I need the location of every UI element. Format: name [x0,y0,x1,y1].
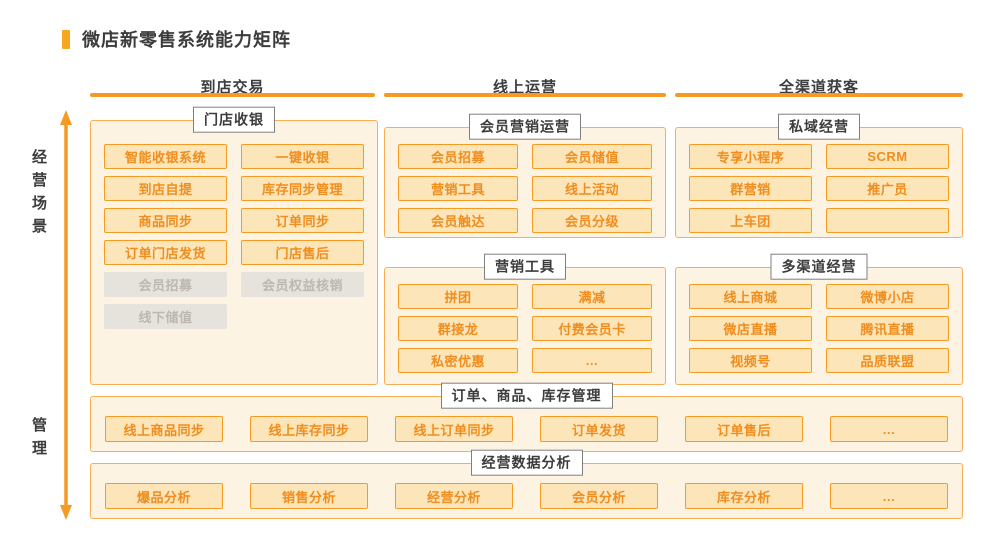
capability-item-ellipsis: … [830,416,948,442]
capability-item: 拼团 [398,284,518,309]
capability-item: 会员招募 [398,144,518,169]
axis-label-business-scenario: 经营场景 [31,149,47,235]
vertical-double-arrow-icon [60,110,72,520]
capability-item: 专享小程序 [689,144,812,169]
panel-title: 会员营销运营 [469,113,581,140]
title-accent-bar-icon [62,29,70,49]
panel-multi-channel: 多渠道经营 线上商城 微博小店 微店直播 腾讯直播 视频号 品质联盟 [675,253,963,385]
capability-item: 上车团 [689,208,812,233]
panel-title: 多渠道经营 [770,253,868,280]
capability-item: 订单同步 [241,208,364,233]
capability-item: 会员分析 [540,483,658,509]
column-underline [675,93,963,97]
panel-title: 经营数据分析 [470,449,583,476]
capability-item: 线上库存同步 [250,416,368,442]
capability-item-ellipsis: … [830,483,948,509]
capability-item-disabled: 会员权益核销 [241,272,364,297]
axis-label-management: 管理 [31,417,47,457]
capability-item: 会员分级 [532,208,652,233]
capability-item: 私密优惠 [398,348,518,373]
panel-data-analysis: 经营数据分析 爆品分析 销售分析 经营分析 会员分析 库存分析 … [90,449,963,519]
capability-item: 订单门店发货 [104,240,227,265]
capability-item: 会员触达 [398,208,518,233]
capability-item: 视频号 [689,348,812,373]
capability-item: 营销工具 [398,176,518,201]
capability-item-disabled: 线下储值 [104,304,227,329]
column-header-omnichannel-acquisition: 全渠道获客 [778,79,859,96]
capability-item: 商品同步 [104,208,227,233]
capability-item: 订单售后 [685,416,803,442]
panel-private-domain: 私域经营 专享小程序 SCRM 群营销 推广员 上车团 [675,113,963,238]
column-underline [90,93,375,97]
capability-item: 销售分析 [250,483,368,509]
capability-item: 群接龙 [398,316,518,341]
capability-item-ellipsis: … [532,348,652,373]
panel-order-goods-inventory: 订单、商品、库存管理 线上商品同步 线上库存同步 线上订单同步 订单发货 订单售… [90,382,963,452]
panel-title: 门店收银 [193,106,275,133]
page-title-text: 微店新零售系统能力矩阵 [82,30,291,50]
column-header-online-operation: 线上运营 [492,79,557,96]
panel-marketing-tools: 营销工具 拼团 满减 群接龙 付费会员卡 私密优惠 … [384,253,666,385]
capability-item: 一键收银 [241,144,364,169]
capability-item: 爆品分析 [105,483,223,509]
capability-item: 推广员 [826,176,949,201]
capability-item-disabled: 会员招募 [104,272,227,297]
capability-item: 会员储值 [532,144,652,169]
capability-item: 库存分析 [685,483,803,509]
capability-item: 微博小店 [826,284,949,309]
column-header-store-trade: 到店交易 [200,79,265,96]
capability-item: 智能收银系统 [104,144,227,169]
capability-item: 线上商城 [689,284,812,309]
panel-title: 私域经营 [778,113,860,140]
capability-item: 微店直播 [689,316,812,341]
capability-item: 到店自提 [104,176,227,201]
capability-item: 线上订单同步 [395,416,513,442]
panel-member-marketing: 会员营销运营 会员招募 会员储值 营销工具 线上活动 会员触达 会员分级 [384,113,666,238]
capability-item: 满减 [532,284,652,309]
page-title: 微店新零售系统能力矩阵 [62,26,291,52]
capability-item: 群营销 [689,176,812,201]
panel-title: 订单、商品、库存管理 [440,382,613,409]
capability-item: 线上商品同步 [105,416,223,442]
panel-store-cashier: 门店收银 智能收银系统 一键收银 到店自提 库存同步管理 商品同步 订单同步 订… [90,106,378,385]
capability-item: 经营分析 [395,483,513,509]
capability-item: 订单发货 [540,416,658,442]
panel-title: 营销工具 [484,253,566,280]
capability-item: 付费会员卡 [532,316,652,341]
capability-item: 门店售后 [241,240,364,265]
capability-item-empty [826,208,949,233]
capability-item: 腾讯直播 [826,316,949,341]
column-underline [384,93,666,97]
capability-item: SCRM [826,144,949,169]
capability-item: 品质联盟 [826,348,949,373]
capability-item: 线上活动 [532,176,652,201]
capability-item: 库存同步管理 [241,176,364,201]
